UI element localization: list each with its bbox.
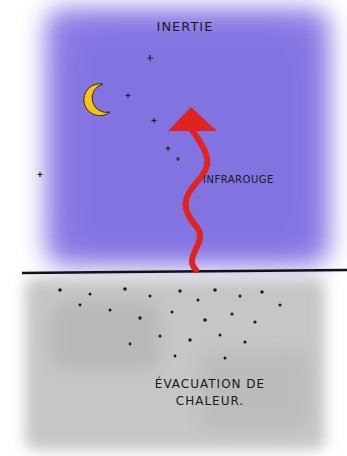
sky-band: INERTIE (30, 0, 330, 270)
arrow-label: INFRAROUGE (203, 174, 274, 185)
node-text: ÉVACUATION DE CHALEUR. (150, 376, 270, 410)
infrared-arrow (168, 107, 217, 270)
stars (38, 55, 181, 177)
night-sky (45, 8, 330, 266)
ground-line (22, 270, 347, 273)
ground (25, 278, 325, 450)
ground-band: ÉVACUATION DE CHALEUR. (20, 276, 330, 456)
node-text: INERTIE (140, 18, 230, 36)
moon (84, 84, 110, 116)
soil-dots (58, 287, 281, 359)
